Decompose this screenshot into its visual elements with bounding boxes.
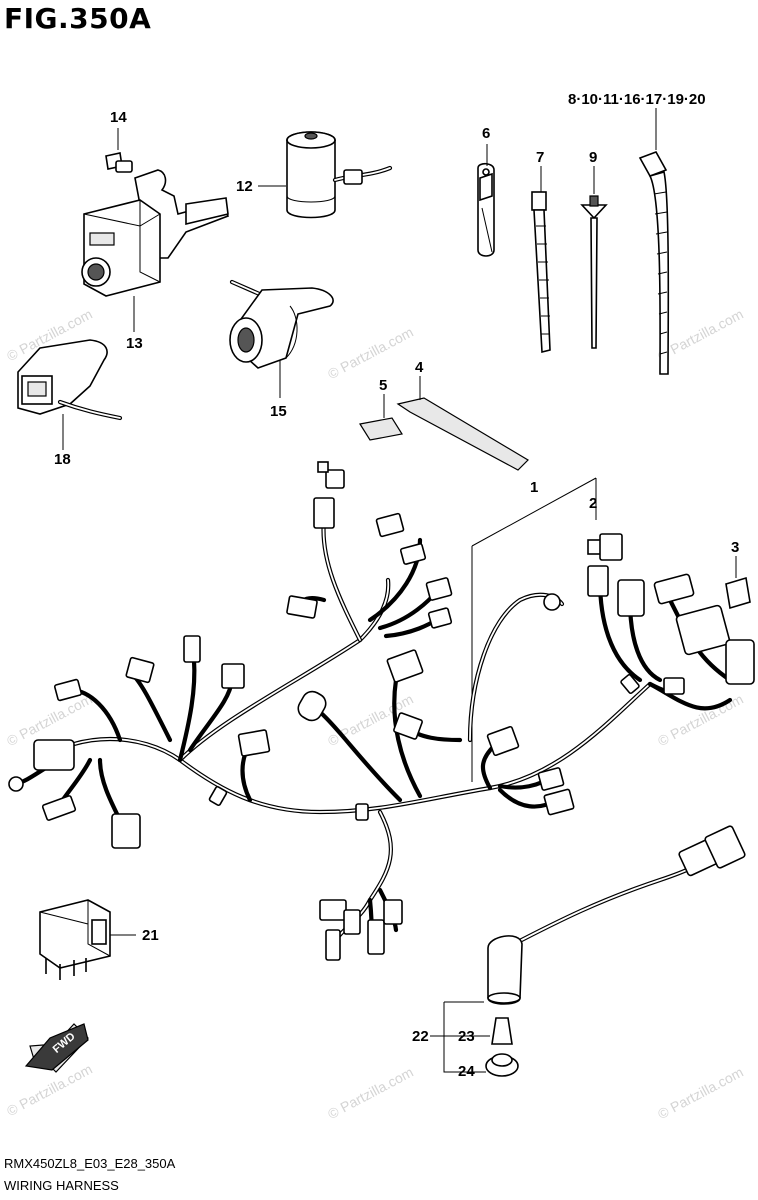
part-9-tie: [580, 195, 608, 349]
figure-name: WIRING HARNESS: [4, 1178, 119, 1193]
part-23-plug: [491, 1017, 513, 1045]
part-18-switch: [17, 339, 123, 421]
callout-6: 6: [482, 125, 491, 142]
callout-12: 12: [236, 178, 253, 195]
callout-18: 18: [54, 451, 71, 468]
part-7-strap: [531, 191, 551, 354]
part-3: [725, 576, 751, 610]
callout-14: 14: [110, 109, 127, 126]
callout-23: 23: [458, 1028, 475, 1045]
callout-22: 22: [412, 1028, 429, 1045]
callout-1: 1: [530, 479, 539, 496]
callout-2: 2: [589, 495, 598, 512]
callout-9: 9: [589, 149, 598, 166]
callout-21: 21: [142, 927, 159, 944]
callout-3: 3: [731, 539, 740, 556]
part-22-cap: [487, 935, 523, 1005]
part-4-tape: [396, 397, 529, 471]
fwd-arrow-icon: [24, 1023, 89, 1073]
callout-4: 4: [415, 359, 424, 376]
callout-15: 15: [270, 403, 287, 420]
callout-24: 24: [458, 1063, 475, 1080]
part-8-group-tie: [638, 151, 670, 375]
callout-8-group: 8·10·11·16·17·19·20: [568, 91, 706, 108]
callout-5: 5: [379, 377, 388, 394]
part-14-bolt: [105, 152, 133, 173]
callout-13: 13: [126, 335, 143, 352]
part-24-grommet: [485, 1053, 519, 1077]
part-13-switch: [81, 169, 230, 297]
part-1-harness: [8, 461, 755, 961]
part-5-pad: [359, 417, 403, 441]
part-6-clamp: [477, 162, 495, 257]
part-12-cylinder: [286, 131, 393, 219]
callout-7: 7: [536, 149, 545, 166]
part-15-switch: [229, 279, 334, 369]
figure-code: RMX450ZL8_E03_E28_350A: [4, 1156, 176, 1171]
part-21-relay: [39, 899, 111, 980]
figure-title: FIG.350A: [4, 2, 152, 35]
